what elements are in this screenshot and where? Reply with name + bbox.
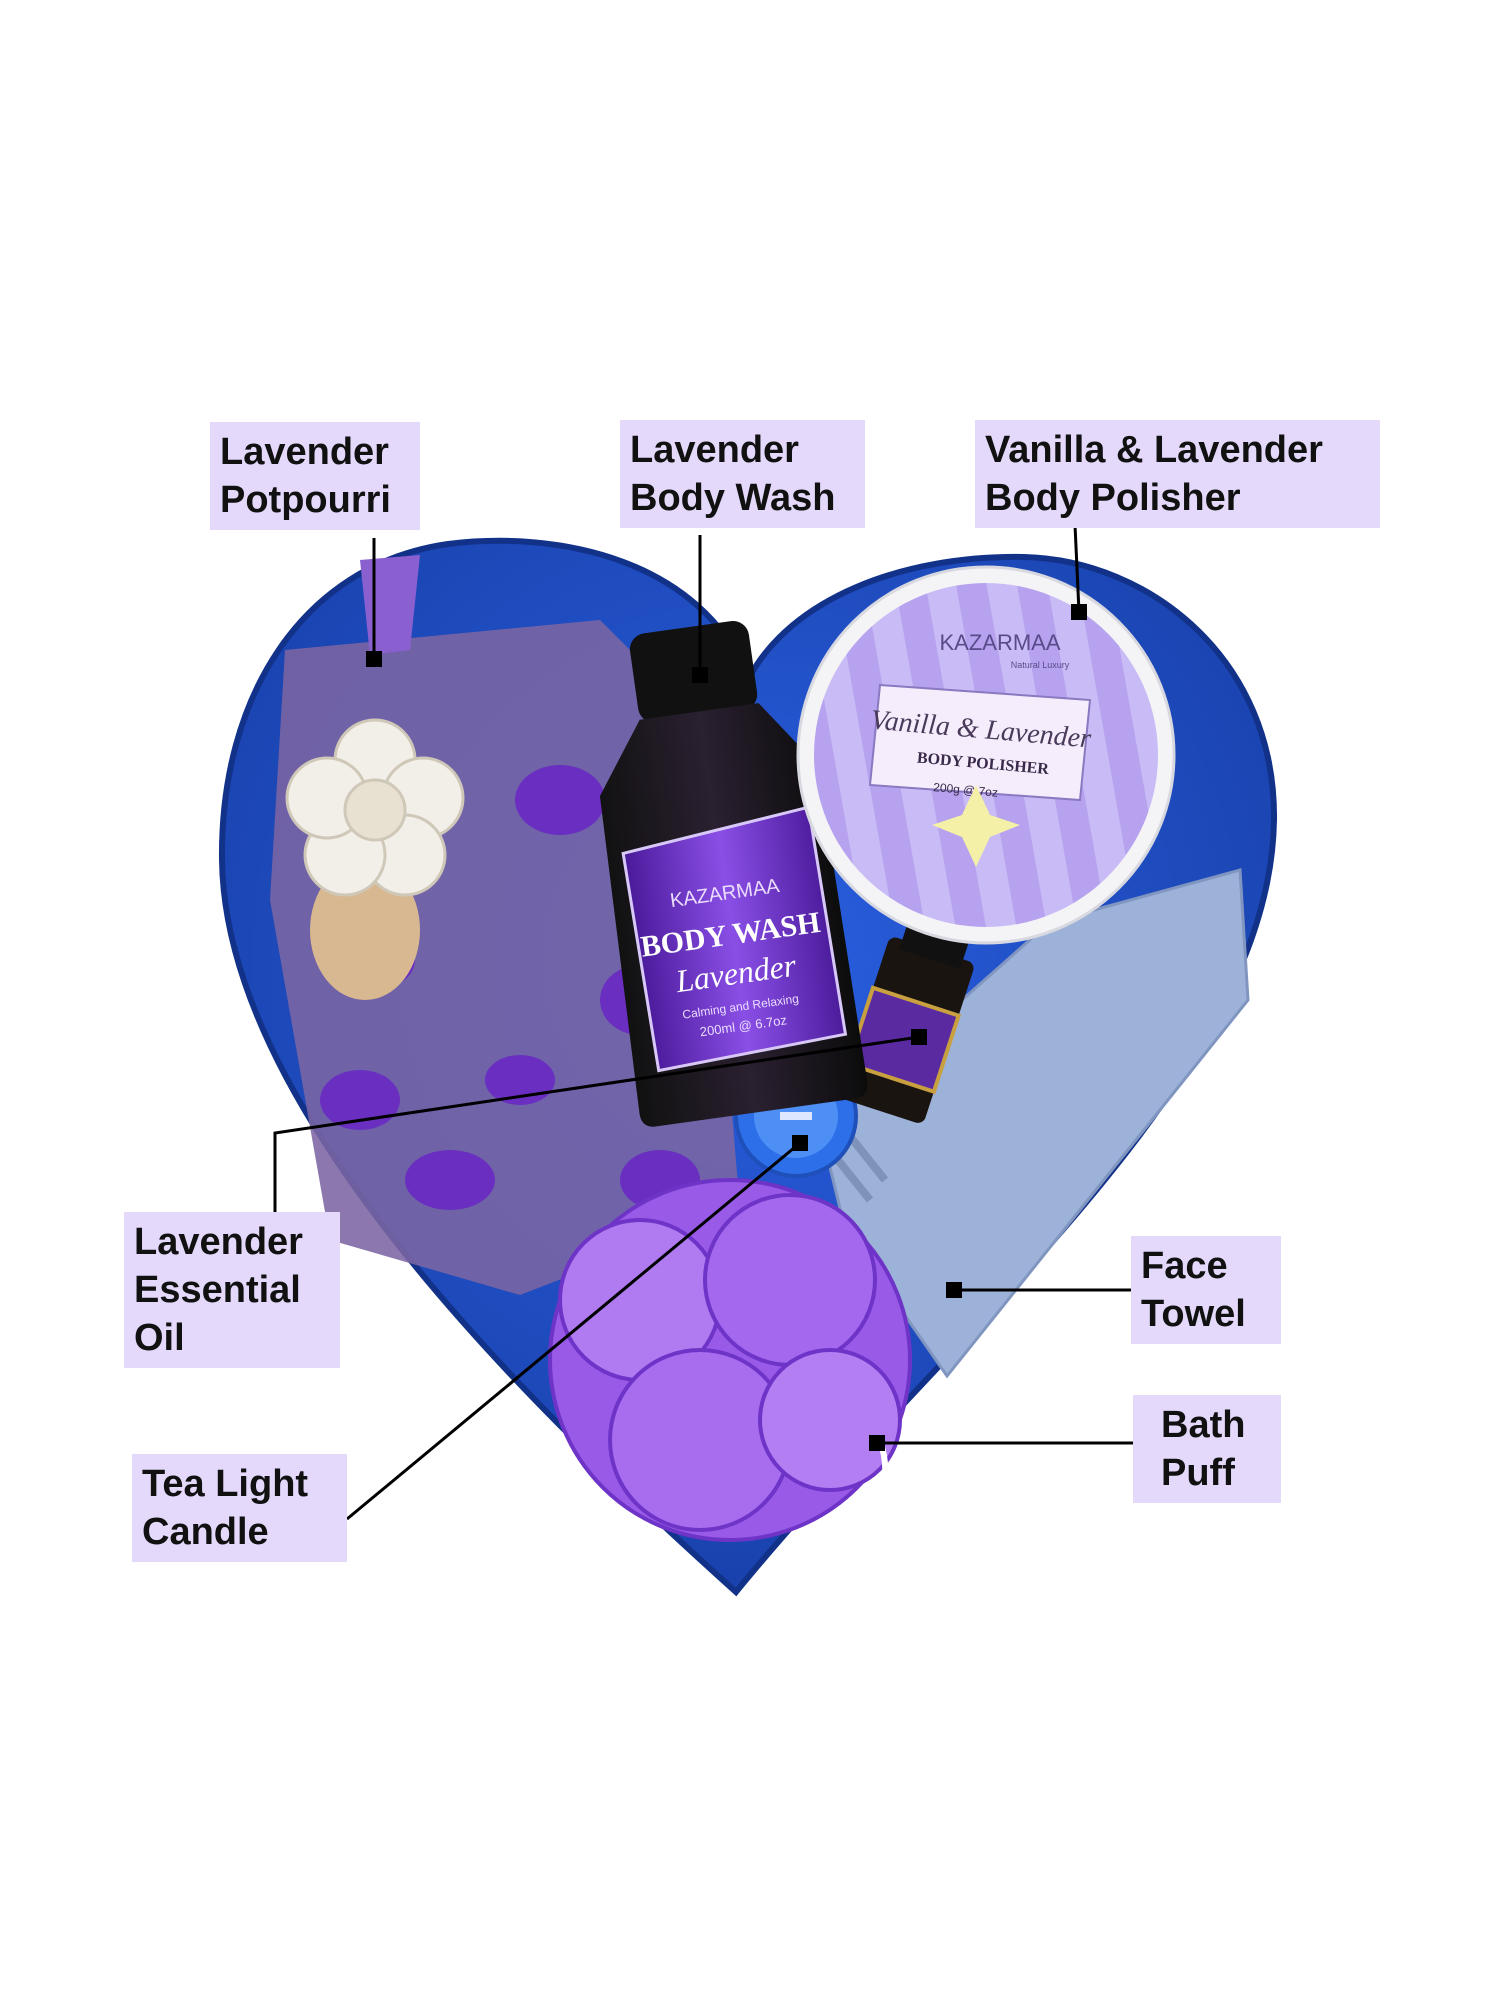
body-polisher-jar: KAZARMAA Natural Luxury Vanilla & Lavend… [796, 565, 1176, 945]
label-line: Puff [1161, 1452, 1235, 1494]
label-line: Body Wash [630, 477, 836, 519]
leader-lines [273, 524, 1133, 1521]
label-line: Vanilla & Lavender [985, 429, 1323, 471]
label-line: Candle [142, 1511, 269, 1553]
label-line: Lavender [134, 1221, 303, 1263]
body-wash-bottle: KAZARMAA BODY WASH Lavender Calming and … [599, 621, 868, 1127]
label-line: Bath [1161, 1404, 1246, 1446]
label-line: Face [1141, 1245, 1228, 1287]
label-line: Tea Light [142, 1463, 309, 1505]
polisher-tagline: Natural Luxury [1011, 660, 1070, 670]
label-line: Body Polisher [985, 477, 1241, 519]
label-line: Lavender [220, 431, 389, 473]
bath-puff [548, 1178, 912, 1542]
label-line: Towel [1141, 1293, 1246, 1335]
polisher-brand: KAZARMAA [939, 630, 1060, 655]
leader-dots [366, 604, 1087, 1451]
polisher-size: 200g @ 7oz [933, 780, 999, 800]
label-line: Potpourri [220, 479, 391, 521]
label-line: Oil [134, 1317, 185, 1359]
label-line: Essential [134, 1269, 301, 1311]
label-line: Lavender [630, 429, 799, 471]
